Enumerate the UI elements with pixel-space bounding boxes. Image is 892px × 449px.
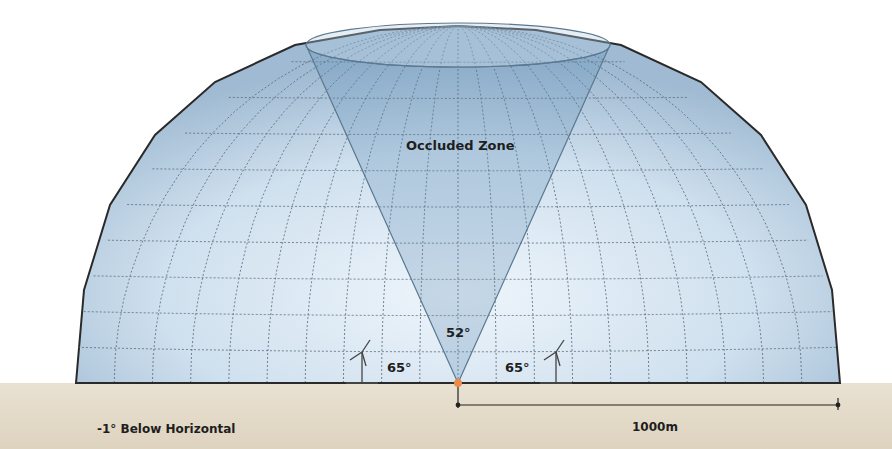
horizontal-note: -1° Below Horizontal xyxy=(97,421,235,437)
dome xyxy=(76,26,840,383)
ground xyxy=(0,383,892,449)
zone-label: Occluded Zone xyxy=(406,138,515,154)
wind-turbine xyxy=(346,340,378,383)
dome-grid xyxy=(78,26,838,383)
cone-angle: 52° xyxy=(446,325,471,341)
angle-label: 65° xyxy=(387,360,412,376)
dimension-line xyxy=(456,386,840,410)
angle-label: 65° xyxy=(505,360,530,376)
distance-dimension: 1000m xyxy=(632,419,678,435)
wind-turbine xyxy=(540,340,572,383)
